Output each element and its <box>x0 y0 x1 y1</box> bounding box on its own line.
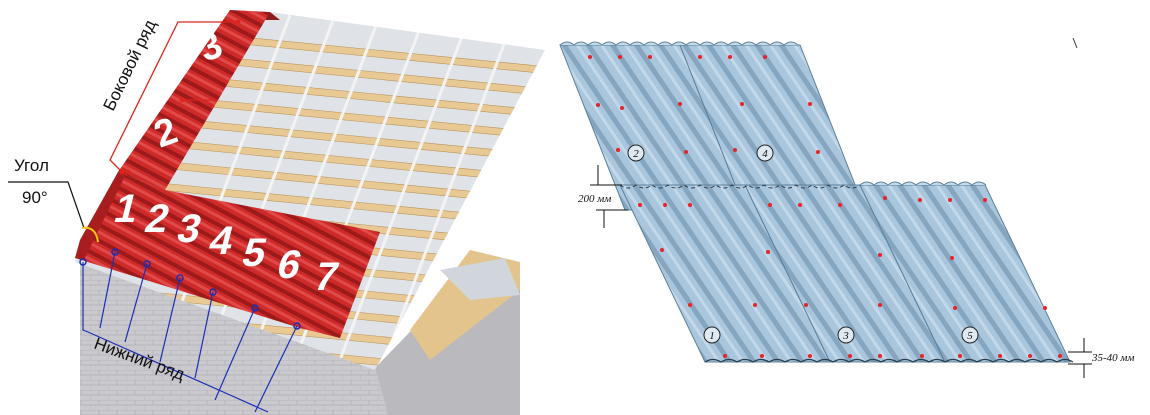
fastener <box>684 150 688 154</box>
bottom-row-dot <box>176 274 184 282</box>
overlap-label: 200 мм <box>578 193 611 205</box>
fastener-points <box>588 55 1062 358</box>
sheet-number-circle <box>703 326 721 344</box>
edge-label: 35-40 мм <box>1091 352 1134 364</box>
fastener <box>848 354 852 358</box>
fastener <box>983 198 987 202</box>
bottom-row-sheets <box>75 172 380 338</box>
fastener <box>688 303 692 307</box>
fastener <box>648 55 652 59</box>
bottom-row-dot <box>251 304 259 312</box>
fastener <box>763 55 767 59</box>
fastener <box>953 306 957 310</box>
fastener <box>808 354 812 358</box>
bottom-row-dot <box>79 258 87 266</box>
side-row-dot-3 <box>235 19 241 25</box>
fastener <box>760 354 764 358</box>
fastener <box>663 203 667 207</box>
fastener <box>883 196 887 200</box>
house-wall <box>80 258 388 415</box>
sheet-top-wave-upper <box>559 41 799 46</box>
fastener <box>1058 354 1062 358</box>
sheet-number: 1 <box>709 330 715 342</box>
side-row-dot-2 <box>179 97 185 103</box>
fastener <box>596 103 600 107</box>
side-row-label: Боковой ряд <box>100 17 160 114</box>
fastener <box>816 150 820 154</box>
fastener <box>768 203 772 207</box>
fastener <box>660 248 664 252</box>
angle-leader-line <box>8 181 85 229</box>
rafter-gap <box>383 14 517 361</box>
stray-tick <box>1072 37 1078 49</box>
fastener <box>688 203 692 207</box>
overlap-line <box>619 184 861 189</box>
fastener <box>638 203 642 207</box>
fastener <box>1043 306 1047 310</box>
rafter-gap <box>338 14 472 361</box>
fastener <box>950 256 954 260</box>
fastener <box>618 55 622 59</box>
fastener <box>918 198 922 202</box>
roof-edge-left <box>75 172 125 260</box>
fastener <box>588 55 592 59</box>
fastener <box>878 354 882 358</box>
fastener <box>920 354 924 358</box>
sheet-number: 3 <box>842 330 849 342</box>
sheet-number-circle <box>627 144 645 162</box>
bottom-row-leader <box>194 291 214 379</box>
right-sheet-layout: 1 2 3 4 5 200 мм 35-40 мм <box>559 37 1134 378</box>
sheet-number-circle <box>837 326 855 344</box>
fastener <box>958 354 962 358</box>
bottom-row-dot <box>111 248 119 256</box>
edge-dimension <box>1068 338 1092 378</box>
angle-label-bottom: 90° <box>22 188 48 207</box>
bottom-row-leader <box>159 277 181 363</box>
fastener <box>733 148 737 152</box>
sheet-number: 2 <box>633 148 639 160</box>
fastener <box>948 198 952 202</box>
fastener <box>620 106 624 110</box>
fastener <box>798 203 802 207</box>
fastener <box>878 253 882 257</box>
fastener <box>808 102 812 106</box>
side-row-callout <box>109 21 240 176</box>
sheet-number-circle <box>756 144 774 162</box>
bottom-row-leader <box>214 307 256 401</box>
sheet-number: 4 <box>762 148 768 160</box>
bottom-row-leader <box>254 325 298 413</box>
sheet-number-circle <box>961 326 979 344</box>
bottom-row-callout <box>79 248 301 413</box>
bottom-row-leader <box>99 251 116 329</box>
fastener <box>998 354 1002 358</box>
bottom-row-leader <box>124 263 148 343</box>
fastener <box>678 102 682 106</box>
insulation-panel <box>440 258 520 300</box>
bottom-row-dot <box>293 322 301 330</box>
fastener <box>804 303 808 307</box>
fastener <box>728 55 732 59</box>
fastener <box>1028 354 1032 358</box>
fastener <box>698 55 702 59</box>
bottom-row-dot <box>209 288 217 296</box>
fastener <box>753 303 757 307</box>
bottom-row-dot <box>143 260 151 268</box>
fastener <box>838 203 842 207</box>
bottom-row-bracket <box>82 300 269 413</box>
fastener <box>766 250 770 254</box>
overlap-dimension <box>590 165 628 228</box>
fastener <box>723 354 727 358</box>
fastener <box>878 303 882 307</box>
sheet-top-wave-lower <box>859 181 987 186</box>
sheet-number-markers: 1 2 3 4 5 <box>627 144 979 344</box>
angle-arc <box>81 226 99 243</box>
fastener <box>616 148 620 152</box>
side-row-dot-1 <box>119 169 125 175</box>
angle-label-top: Угол <box>14 156 49 175</box>
sheet-bottom-wave <box>704 358 1074 363</box>
fastener <box>740 102 744 106</box>
sheet-number: 5 <box>967 330 973 342</box>
